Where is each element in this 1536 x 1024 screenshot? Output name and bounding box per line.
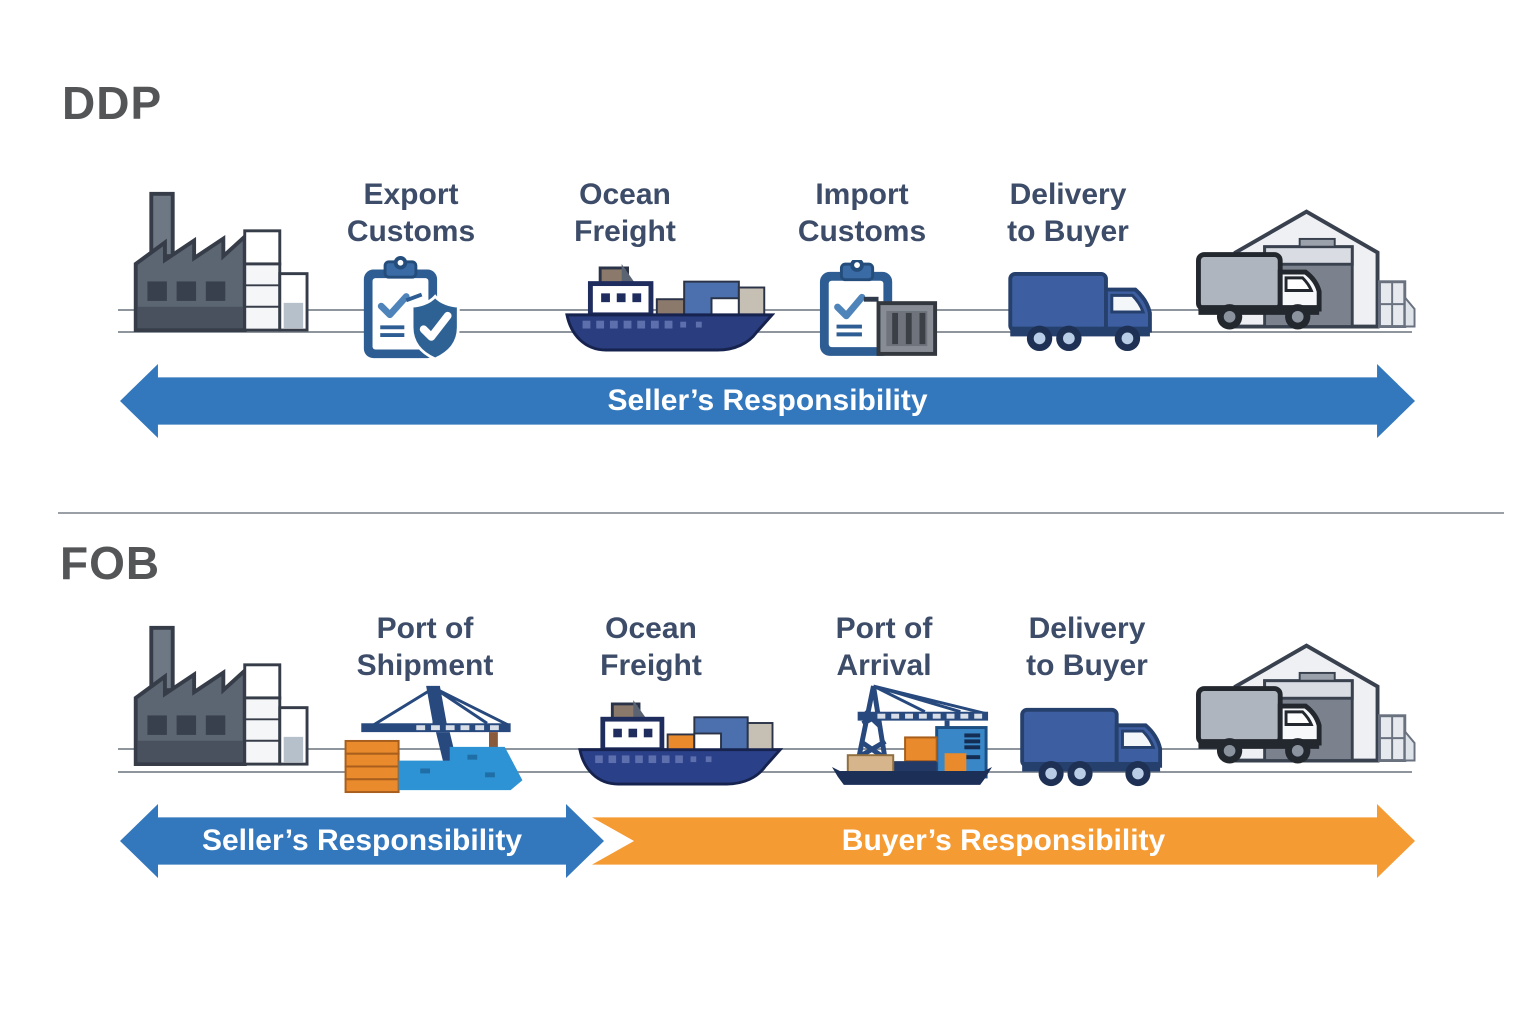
port-crane-loading-icon [338, 682, 528, 795]
ddp-step-label-import-customs: Import Customs [797, 178, 927, 248]
cargo-ship-icon [565, 262, 775, 355]
fob-step-label-ocean-freight: Ocean Freight [600, 612, 702, 682]
warehouse-with-truck-icon [1196, 200, 1416, 346]
warehouse-with-truck-icon [1196, 634, 1416, 780]
factory-icon [122, 188, 312, 334]
ddp-step-label-delivery-to-buyer: Delivery to Buyer [1007, 178, 1129, 248]
fob-step-label-delivery-to-buyer: Delivery to Buyer [1026, 612, 1148, 682]
fob-buyer-responsibility-arrow: Buyer’s Responsibility [592, 804, 1415, 878]
fob-step-label-port-of-shipment: Port of Shipment [356, 612, 494, 682]
ddp-step-label-export-customs: Export Customs [346, 178, 476, 248]
cargo-ship-icon [578, 698, 783, 789]
clipboard-container-icon [818, 260, 940, 358]
port-crane-terminal-icon [830, 672, 993, 789]
ddp-seller-responsibility-label: Seller’s Responsibility [607, 384, 928, 417]
fob-seller-responsibility-label: Seller’s Responsibility [201, 824, 523, 857]
ddp-step-label-ocean-freight: Ocean Freight [574, 178, 676, 248]
delivery-truck-icon [1020, 706, 1170, 788]
ddp-section-title: DDP [62, 77, 163, 129]
fob-buyer-responsibility-label: Buyer’s Responsibility [841, 824, 1166, 857]
section-divider [58, 512, 1504, 514]
ddp-ground-line-lower [118, 331, 1412, 333]
fob-step-label-port-of-arrival: Port of Arrival [835, 612, 933, 682]
factory-icon [122, 622, 312, 768]
ddp-seller-responsibility-arrow: Seller’s Responsibility [120, 364, 1415, 438]
delivery-truck-icon [1008, 270, 1160, 353]
clipboard-shield-check-icon [360, 256, 466, 362]
fob-ground-line-lower [118, 771, 1412, 773]
fob-section-title: FOB [60, 537, 161, 589]
fob-seller-responsibility-arrow: Seller’s Responsibility [120, 804, 604, 878]
